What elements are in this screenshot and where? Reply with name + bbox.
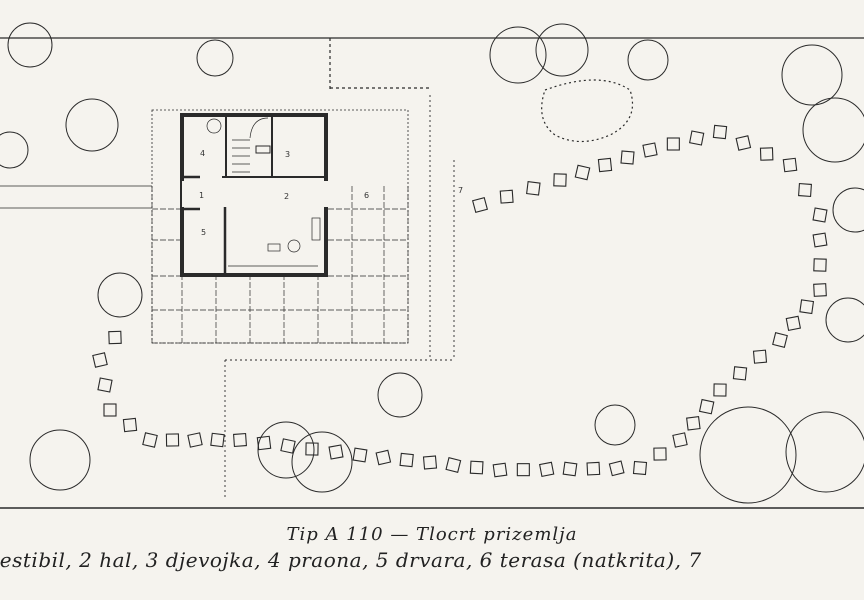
- stepping-stone: [352, 447, 368, 463]
- stepping-stone: [469, 460, 484, 475]
- stepping-stone: [328, 444, 344, 460]
- room-label: 7: [458, 186, 463, 195]
- tree-icon: [196, 39, 234, 77]
- stepping-stone: [772, 332, 788, 348]
- stepping-stone-path: [92, 124, 828, 478]
- entry-walkway: [0, 185, 152, 209]
- house-walls: [180, 113, 330, 277]
- stepping-stone: [92, 352, 108, 368]
- washer-icon: [206, 118, 222, 134]
- pond-outline: [541, 79, 634, 143]
- stepping-stone: [608, 460, 625, 477]
- tree-icon: [29, 429, 91, 491]
- stepping-stone: [732, 366, 748, 381]
- tree-icon: [0, 131, 29, 169]
- room-label: 5: [201, 228, 206, 237]
- tree-icon: [781, 44, 843, 106]
- stepping-stone: [672, 432, 688, 448]
- stepping-stone: [538, 461, 555, 478]
- tree-icon: [627, 39, 669, 81]
- stepping-stone: [812, 207, 828, 223]
- table-icon: [287, 239, 301, 253]
- stepping-stone: [620, 150, 635, 165]
- stepping-stone: [653, 447, 667, 461]
- stepping-stone: [782, 157, 798, 173]
- stepping-stone: [471, 196, 489, 214]
- stepping-stone: [399, 452, 414, 468]
- tree-icon: [802, 97, 864, 163]
- stepping-stone: [713, 383, 727, 397]
- tree-icon: [65, 98, 119, 152]
- stepping-stone: [597, 157, 613, 173]
- stepping-stone: [210, 432, 225, 448]
- stepping-stone: [799, 299, 815, 315]
- stepping-stone: [516, 463, 530, 477]
- stepping-stone: [562, 461, 578, 477]
- chair-icon: [267, 243, 281, 252]
- stepping-stone: [813, 283, 827, 297]
- tree-icon: [594, 404, 636, 446]
- stepping-stone: [798, 183, 812, 197]
- room-label: 2: [284, 192, 289, 201]
- terrace-outline: [151, 109, 409, 344]
- stepping-stone: [233, 433, 247, 447]
- room-label: 4: [200, 149, 205, 158]
- stepping-stone: [187, 432, 203, 448]
- tree-icon: [291, 431, 353, 493]
- stepping-stone: [122, 417, 138, 433]
- stepping-stone: [759, 147, 774, 161]
- tree-icon: [785, 411, 864, 493]
- side-path: [224, 95, 455, 500]
- stepping-stone: [812, 232, 828, 248]
- stepping-stone: [422, 455, 438, 470]
- stepping-stone: [642, 142, 658, 158]
- stepping-stone: [686, 416, 701, 431]
- room-label: 3: [285, 150, 290, 159]
- stepping-stone: [688, 130, 705, 146]
- stepping-stone: [97, 377, 113, 393]
- stepping-stone: [785, 315, 802, 332]
- tree-icon: [699, 406, 797, 504]
- stepping-stone: [445, 457, 462, 473]
- stepping-stone: [752, 349, 768, 364]
- stepping-stone: [108, 330, 122, 345]
- caption-title: Tip A 110 — Tlocrt prizemlja: [286, 524, 578, 545]
- trees: [0, 22, 864, 504]
- stepping-stone: [256, 435, 272, 451]
- stepping-stone: [165, 433, 180, 447]
- tree-icon: [825, 297, 864, 343]
- tree-icon: [97, 272, 143, 318]
- tree-icon: [377, 372, 423, 418]
- stepping-stone: [632, 460, 648, 476]
- tree-icon: [535, 23, 589, 77]
- tree-icon: [489, 26, 547, 84]
- cabinet-icon: [311, 217, 321, 241]
- stepping-stone: [666, 137, 680, 151]
- stair: [232, 117, 269, 173]
- stepping-stone: [574, 164, 591, 181]
- stepping-stone: [813, 258, 827, 272]
- tree-icon: [7, 22, 53, 68]
- stepping-stone: [698, 398, 715, 415]
- stepping-stone: [526, 181, 541, 196]
- site-floor-plan: 1 2 3 4 5 6 7: [0, 22, 864, 509]
- room-label: 6: [364, 191, 369, 200]
- tree-icon: [257, 421, 315, 479]
- stepping-stone: [375, 449, 392, 466]
- stepping-stone: [280, 438, 296, 454]
- stepping-stone: [103, 403, 117, 417]
- stepping-stone: [586, 461, 601, 476]
- stepping-stone: [553, 173, 567, 187]
- caption-legend: vestibil, 2 hal, 3 djevojka, 4 praona, 5…: [0, 548, 702, 572]
- room-labels: 1 2 3 4 5 6 7: [199, 149, 463, 237]
- tree-icon: [832, 187, 864, 233]
- stepping-stone: [305, 442, 319, 456]
- room-label: 1: [199, 191, 204, 200]
- stepping-stone: [712, 124, 728, 140]
- stepping-stone: [735, 135, 752, 151]
- bathtub-icon: [255, 145, 271, 154]
- stepping-stone: [142, 432, 158, 448]
- stepping-stone: [499, 189, 514, 204]
- stepping-stone: [492, 462, 508, 478]
